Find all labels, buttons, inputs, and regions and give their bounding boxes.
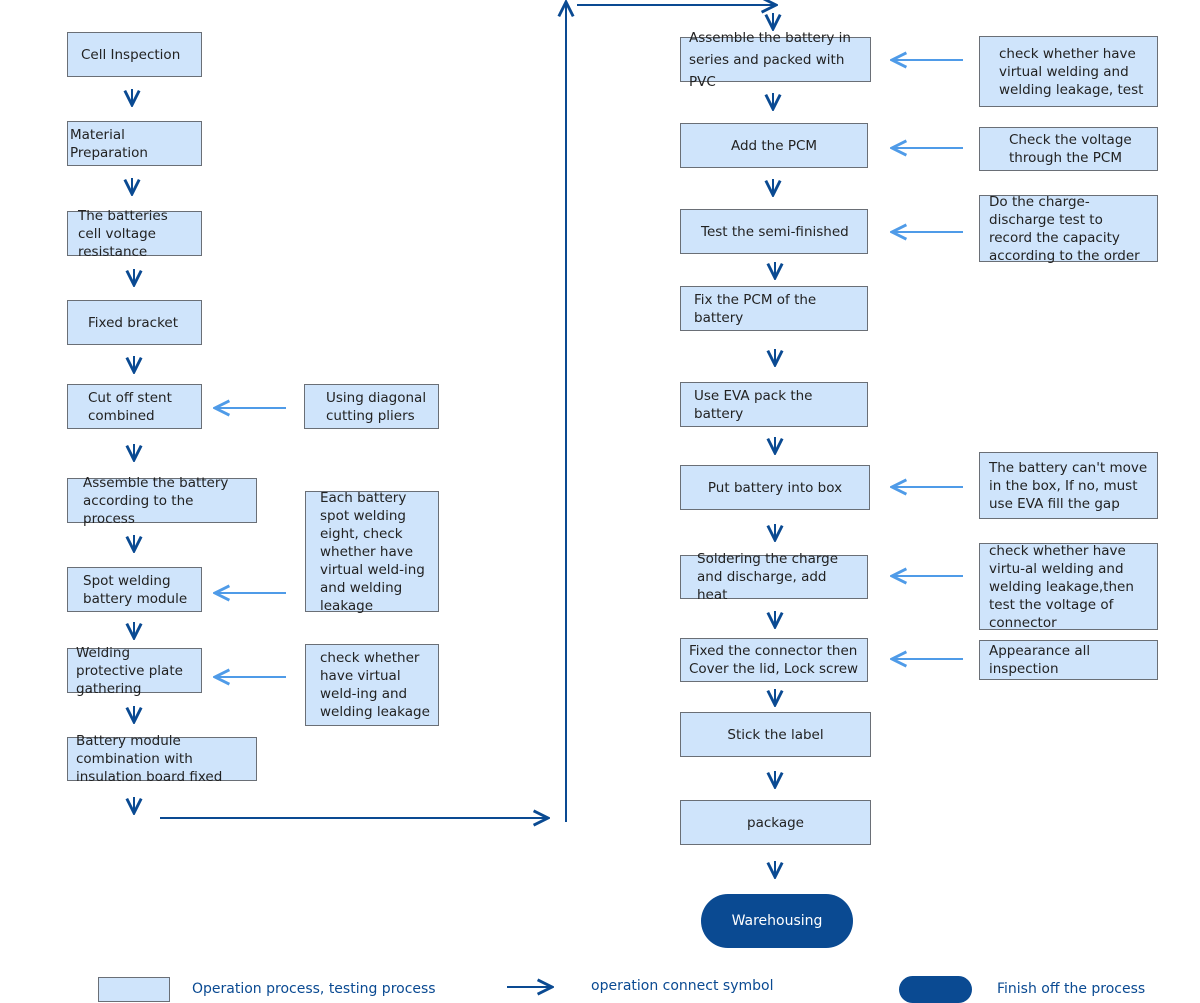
step-assemble-series-pvc: Assemble the battery in series and packe… [680, 30, 871, 90]
step-test-semi-finished: Test the semi-finished [680, 209, 868, 254]
step-arrows [132, 13, 775, 877]
step-stick-label: Stick the label [680, 712, 871, 757]
step-assemble-battery-process: Assemble the battery according to the pr… [67, 475, 257, 527]
step-fixed-bracket: Fixed bracket [67, 300, 202, 345]
legend-process-swatch [98, 977, 170, 1002]
finish-warehousing: Warehousing [701, 894, 853, 948]
step-eva-pack: Use EVA pack the battery [680, 382, 868, 427]
step-add-pcm: Add the PCM [680, 123, 868, 168]
test-arrows [215, 60, 963, 677]
legend-finish-swatch [899, 976, 972, 1003]
test-charge-discharge: Do the charge-discharge test to record t… [979, 194, 1158, 264]
test-virtual-welding-check: check whether have virtual welding and w… [979, 36, 1158, 107]
test-protective-plate-check: check whether have virtual weld-ing and … [305, 644, 439, 726]
legend-finish-label: Finish off the process [997, 981, 1146, 997]
test-connector-voltage: check whether have virtu-al welding and … [979, 543, 1158, 631]
step-cut-off-stent: Cut off stent combined [67, 384, 202, 429]
test-pcm-voltage: Check the voltage through the PCM [979, 127, 1158, 171]
test-box-movement: The battery can't move in the box, If no… [979, 452, 1158, 519]
step-battery-module-combination: Battery module combination with insulati… [67, 733, 257, 785]
test-appearance-inspection: Appearance all inspection [979, 640, 1158, 680]
legend-process-label: Operation process, testing process [192, 981, 436, 997]
step-put-into-box: Put battery into box [680, 465, 870, 510]
step-cell-voltage-resistance: The batteries cell voltage resistance [67, 208, 202, 260]
step-fixed-connector: Fixed the connector then Cover the lid, … [680, 638, 868, 682]
step-cell-inspection: Cell Inspection [67, 32, 202, 77]
column-connector [160, 2, 776, 822]
test-spot-welding-check: Each battery spot welding eight, check w… [305, 490, 439, 614]
step-fix-pcm: Fix the PCM of the battery [680, 286, 868, 331]
test-diagonal-cutting-pliers: Using diagonal cutting pliers [304, 384, 439, 429]
step-welding-protective-plate: Welding protective plate gathering [67, 645, 202, 697]
step-material-preparation: Material Preparation [67, 121, 202, 166]
step-package: package [680, 800, 871, 845]
legend-arrow-label: operation connect symbol [591, 978, 774, 994]
step-spot-welding: Spot welding battery module [67, 567, 202, 612]
step-soldering-charge: Soldering the charge and discharge, add … [680, 551, 868, 603]
